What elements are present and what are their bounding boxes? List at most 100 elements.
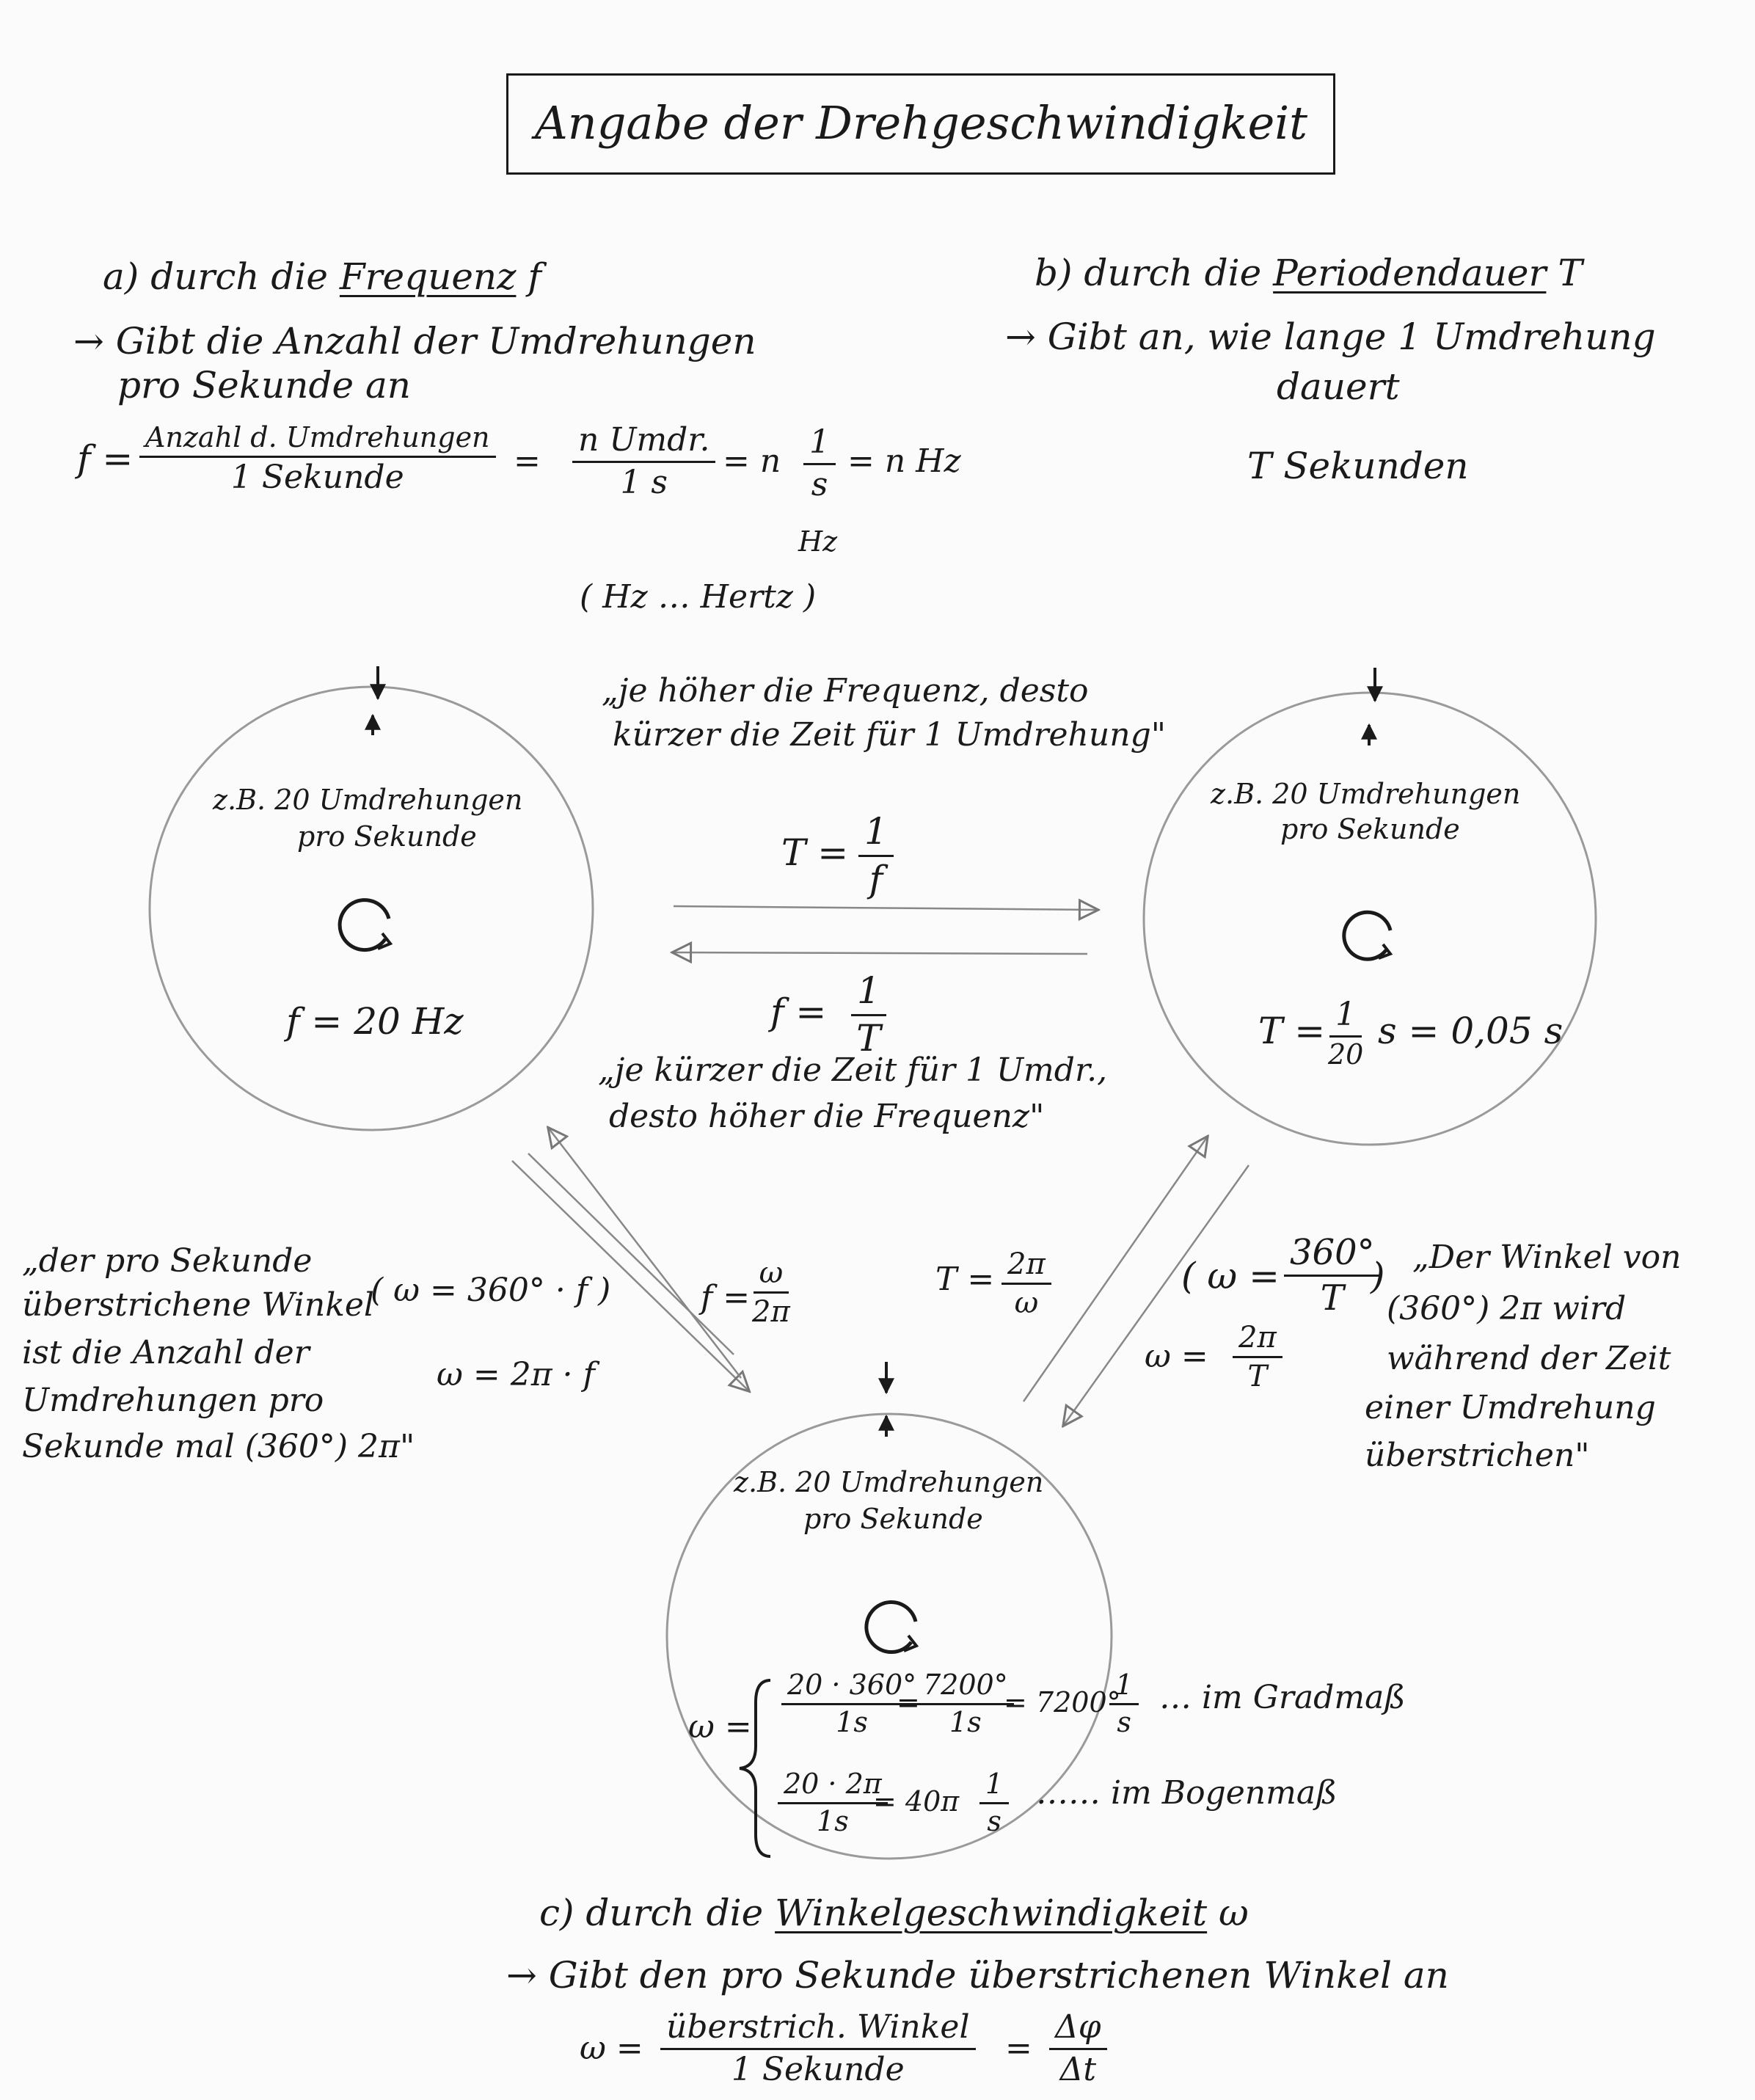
right-wheel-label-2: pro Sekunde [1280, 813, 1460, 845]
quote-mid-1: „je kürzer die Zeit für 1 Umdr., [598, 1051, 1108, 1089]
section-a-desc-1: → Gibt die Anzahl der Umdrehungen [73, 320, 756, 362]
f-from-T-fraction: 1 T [851, 969, 886, 1060]
omega-360-T-fraction: 360° T [1284, 1232, 1381, 1319]
f-fraction-2: n Umdr. 1 s [572, 421, 716, 501]
T-from-f-lhs: T = [781, 831, 849, 874]
right-quote-1: „Der Winkel von [1412, 1239, 1682, 1276]
right-wheel-value-den: 20 [1328, 1038, 1364, 1071]
f-from-T-num: 1 [851, 969, 886, 1016]
grad-fraction-1-num: 20 · 360° [781, 1669, 923, 1705]
left-wheel-value: f = 20 Hz [286, 1000, 464, 1043]
f-fraction-3-den: s [811, 465, 828, 503]
section-c-fraction: überstrich. Winkel 1 Sekunde [660, 2008, 976, 2088]
omega-360-T-open: ( ω = [1181, 1255, 1280, 1297]
bogen-fraction-1-den: 1s [817, 1804, 849, 1837]
omega-2pi-T-den: T [1247, 1360, 1268, 1393]
section-b-unit: T Sekunden [1247, 445, 1469, 487]
omega-2pi-T-lhs: ω = [1145, 1338, 1208, 1375]
f-fraction-2-num: n Umdr. [572, 421, 716, 463]
arrow-bottom-to-right [1022, 1137, 1207, 1402]
right-wheel-value-rest: s = 0,05 s [1378, 1010, 1564, 1052]
bottom-wheel-label-2: pro Sekunde [803, 1503, 983, 1535]
left-wheel [148, 685, 594, 1131]
f-from-omega-den: 2π [752, 1295, 790, 1329]
grad-fraction-3: 1 s [1109, 1669, 1139, 1738]
grad-fraction-3-num: 1 [1109, 1669, 1139, 1705]
right-wheel [1142, 691, 1597, 1146]
section-a-term: Frequenz [339, 255, 517, 298]
section-a-symbol: f [528, 255, 541, 298]
arrow-right-to-bottom [1064, 1164, 1250, 1425]
section-c-heading: c) durch die Winkelgeschwindigkeit ω [539, 1893, 1249, 1933]
bottom-wheel-label-1: z.B. 20 Umdrehungen [734, 1466, 1044, 1498]
bogen-fraction-2-den: s [987, 1804, 1001, 1837]
right-wheel-value-num: 1 [1329, 996, 1362, 1038]
bogen-note: …… im Bogenmaß [1036, 1774, 1338, 1812]
f-fraction-1-num: Anzahl d. Umdrehungen [139, 421, 496, 458]
T-from-f-fraction: 1 f [858, 810, 894, 900]
rotation-icon-left [338, 898, 393, 952]
section-c-term: Winkelgeschwindigkeit [775, 1892, 1208, 1934]
marker-arrows-left [365, 666, 386, 735]
section-b-desc-2: dauert [1277, 365, 1400, 408]
title-box: Angabe der Drehgeschwindigkeit [506, 73, 1335, 175]
hz-under-label: Hz [798, 525, 838, 558]
omega-lhs: ω = [688, 1708, 752, 1746]
bogen-fraction-1-num: 20 · 2π [778, 1768, 888, 1804]
grad-fraction-1-den: 1s [836, 1705, 868, 1738]
grad-fraction-2-num: 7200° [917, 1669, 1014, 1705]
f-fraction-3-num: 1 [803, 423, 836, 465]
right-wheel-value-fraction: 1 20 [1328, 996, 1363, 1071]
section-a-desc-2: pro Sekunde an [117, 364, 411, 406]
quote-mid-2: desto höher die Frequenz" [609, 1098, 1045, 1135]
T-from-omega-lhs: T = [935, 1261, 995, 1298]
right-quote-5: überstrichen" [1365, 1437, 1590, 1474]
right-quote-2: (360°) 2π wird [1387, 1290, 1627, 1327]
marker-arrows-right [1361, 668, 1383, 745]
left-wheel-label-1: z.B. 20 Umdrehungen [213, 784, 523, 816]
f-from-T-lhs: f = [770, 991, 827, 1033]
bogen-eq: = 40π [873, 1785, 960, 1818]
left-quote-5: Sekunde mal (360°) 2π" [22, 1428, 415, 1465]
f-eq-2: = n [723, 442, 781, 480]
section-b-prefix: b) durch die [1035, 252, 1262, 294]
hz-note: ( Hz … Hertz ) [580, 578, 817, 616]
left-quote-2: überstrichene Winkel [22, 1286, 374, 1324]
section-c-delta-fraction: Δφ Δt [1049, 2008, 1107, 2088]
quote-top-1: „je höher die Frequenz, desto [602, 672, 1089, 710]
f-from-omega-fraction: ω 2π [752, 1256, 790, 1329]
f-fraction-2-den: 1 s [620, 463, 668, 501]
f-fraction-1: Anzahl d. Umdrehungen 1 Sekunde [139, 421, 496, 496]
section-c-symbol: ω [1219, 1892, 1249, 1934]
section-c-fraction-num: überstrich. Winkel [660, 2008, 976, 2050]
omega-2pi-T-fraction: 2π T [1233, 1321, 1282, 1393]
bogen-fraction-1: 20 · 2π 1s [778, 1768, 888, 1837]
section-c-fraction-den: 1 Sekunde [731, 2050, 905, 2088]
omega-360-T-den: T [1320, 1277, 1344, 1319]
omega-2pi-T-num: 2π [1233, 1321, 1282, 1358]
rotation-icon-bottom [864, 1600, 919, 1654]
bogen-fraction-2-num: 1 [979, 1768, 1010, 1804]
f-eq-label: f = [77, 437, 134, 480]
left-quote-3: ist die Anzahl der [22, 1334, 310, 1371]
f-fraction-3: 1 s [803, 423, 836, 503]
T-from-f-num: 1 [858, 810, 894, 857]
T-from-omega-fraction: 2π ω [1001, 1247, 1051, 1320]
T-from-omega-den: ω [1014, 1286, 1039, 1320]
section-c-eq: = [1005, 2030, 1032, 2067]
left-quote-1: „der pro Sekunde [22, 1242, 313, 1280]
section-b-heading: b) durch die Periodendauer T [1035, 253, 1583, 294]
bottom-wheel [665, 1412, 1113, 1860]
f-fraction-1-den: 1 Sekunde [230, 458, 404, 496]
right-quote-4: einer Umdrehung [1365, 1389, 1656, 1426]
bogen-fraction-2: 1 s [979, 1768, 1010, 1837]
T-from-f-den: f [869, 857, 883, 900]
left-wheel-label-2: pro Sekunde [297, 820, 477, 853]
right-quote-3: während der Zeit [1387, 1340, 1671, 1377]
section-c-delta-num: Δφ [1049, 2008, 1107, 2050]
grad-fraction-2-den: 1s [949, 1705, 982, 1738]
f-result: = n Hz [847, 442, 961, 480]
section-b-term: Periodendauer [1273, 252, 1547, 294]
arrow-bottom-to-left [549, 1129, 742, 1379]
